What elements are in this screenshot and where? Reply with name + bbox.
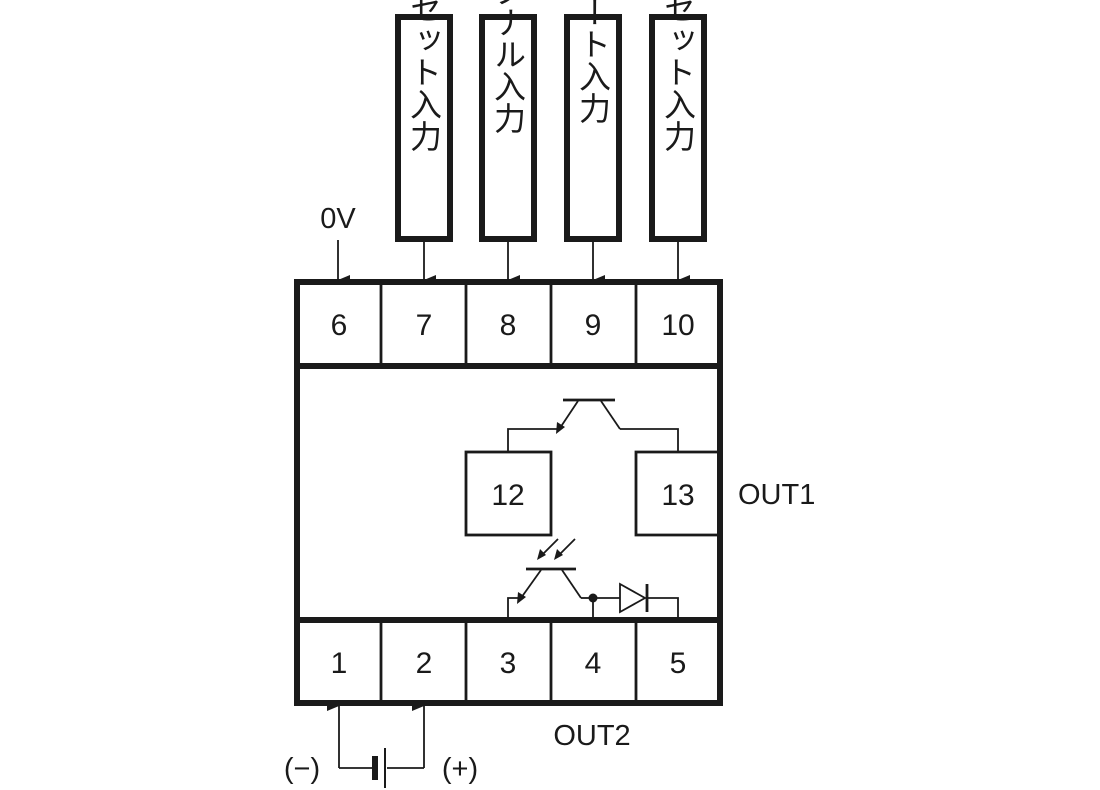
input-box-reset-2: リセット入力 [649, 0, 707, 242]
terminal-10: 10 [661, 309, 694, 342]
terminal-2: 2 [416, 647, 433, 680]
terminal-6: 6 [331, 309, 348, 342]
terminal-12: 12 [491, 479, 524, 512]
top-terminal-row: 6 7 8 9 10 [297, 282, 720, 369]
terminal-13: 13 [661, 479, 694, 512]
terminal-3: 3 [500, 647, 517, 680]
input-label-gate: ゲート入力 [574, 0, 612, 124]
input-box-signal: シグナル入力 [479, 0, 537, 242]
input-label-reset-2: リセット入力 [659, 0, 697, 152]
terminal-7: 7 [416, 309, 433, 342]
input-label-reset-1: リセット入力 [405, 0, 443, 152]
terminal-9: 9 [585, 309, 602, 342]
out2-phototransistor-symbol [507, 538, 598, 620]
out1-transistor-symbol [507, 398, 679, 452]
module-body [294, 279, 723, 706]
diode-symbol [593, 582, 679, 620]
bottom-terminal-row: 1 2 3 4 5 [297, 617, 720, 703]
terminal-5: 5 [670, 647, 687, 680]
out2-label: OUT2 [553, 720, 630, 752]
inner-terminal-13: 13 [634, 450, 720, 537]
input-arrows [337, 240, 690, 285]
out1-label: OUT1 [738, 479, 815, 511]
battery-icon [372, 748, 386, 788]
input-box-gate: ゲート入力 [564, 0, 622, 242]
terminal-1: 1 [331, 647, 348, 680]
input-label-signal: シグナル入力 [489, 0, 527, 134]
input-box-reset-1: リセット入力 [395, 0, 453, 242]
power-supply-wiring [327, 701, 425, 769]
inner-terminal-12: 12 [464, 450, 553, 537]
plus-label: (+) [442, 753, 478, 785]
terminal-4: 4 [585, 647, 602, 680]
zero-volt-label: 0V [320, 203, 356, 235]
minus-label: (−) [284, 753, 320, 785]
terminal-8: 8 [500, 309, 517, 342]
